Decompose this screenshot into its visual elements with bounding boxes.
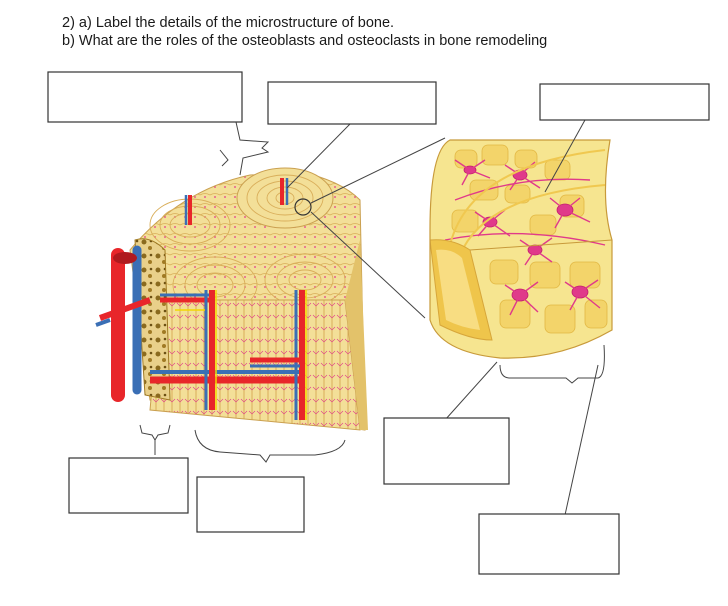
label-boxes (47, 71, 710, 575)
question-part-b: b) What are the roles of the osteoblasts… (62, 33, 548, 49)
label-box-bottom-left[interactable] (196, 476, 305, 533)
leader-lines (139, 119, 605, 516)
zoom-indicator-circle (294, 198, 312, 216)
label-box-top-center[interactable] (267, 81, 437, 125)
label-box-top-left[interactable] (47, 71, 243, 123)
blood-vessels (95, 178, 307, 420)
question-part-a: 2) a) Label the details of the microstru… (62, 15, 395, 31)
osteon-zoom-section (429, 139, 613, 359)
label-box-bottom-right[interactable] (478, 513, 620, 575)
label-box-top-right[interactable] (539, 83, 710, 121)
label-box-bottom-far-left[interactable] (68, 457, 189, 514)
label-box-bottom-center[interactable] (383, 417, 510, 485)
